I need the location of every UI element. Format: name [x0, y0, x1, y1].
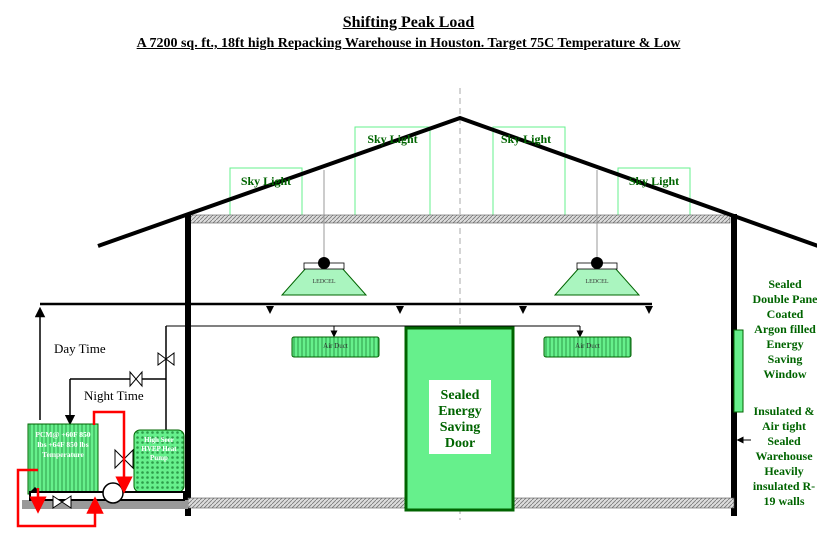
skylight-label-1: Sky Light: [240, 174, 292, 188]
skylight-label-4: Sky Light: [628, 174, 680, 188]
red-loop-top: [92, 410, 133, 494]
page-subtitle: A 7200 sq. ft., 18ft high Repacking Ware…: [136, 36, 681, 51]
lamp-label-1: LEDCEL: [312, 279, 336, 285]
air-duct-label-1: Air Duct: [323, 342, 348, 350]
roof: [97, 115, 817, 248]
ceiling-insulation: [189, 214, 731, 224]
equipment-pad: [22, 500, 188, 509]
heat-pump-label: High Seer HVEP Heat Pump: [141, 436, 177, 462]
sealed-window: [733, 329, 744, 413]
air-duct-2: [543, 336, 632, 358]
wall-note: Insulated & Air tight Sealed Warehouse H…: [752, 404, 816, 508]
lamp-bulb-1: [318, 257, 330, 269]
page-title: Shifting Peak Load: [342, 14, 475, 31]
valve-1: [157, 352, 175, 366]
pump-circle: [102, 482, 124, 504]
skylight-label-2: Sky Light: [367, 132, 418, 146]
night-time-label: Night Time: [82, 388, 146, 404]
day-time-label: Day Time: [52, 341, 108, 357]
valve-4: [52, 495, 72, 509]
skylight-label-3: Sky Light: [500, 132, 552, 146]
air-duct-label-2: Air Duct: [575, 342, 600, 350]
window-note: Sealed Double Pane Coated Argon filled E…: [752, 277, 817, 381]
door-label: Sealed Energy Saving Door: [429, 380, 491, 454]
pcm-label: PCM@ +60F 850 lbs +64F 850 lbs Temperatu…: [35, 430, 91, 459]
lamp-label-2: LEDCEL: [585, 279, 609, 285]
red-loop-bottom: [16, 468, 104, 528]
valve-2: [129, 370, 143, 388]
air-duct-1: [291, 336, 380, 358]
lamp-bulb-2: [591, 257, 603, 269]
